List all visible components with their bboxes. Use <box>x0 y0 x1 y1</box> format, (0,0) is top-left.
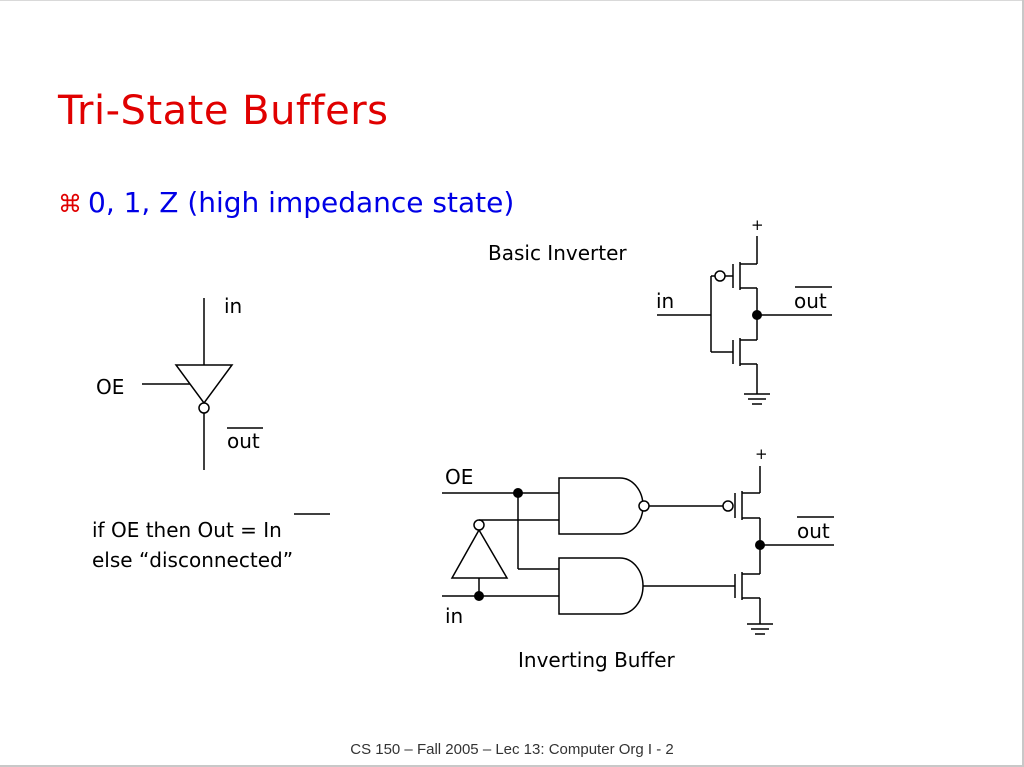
ib-out-label: out <box>797 519 830 543</box>
tristate-oe-label: OE <box>96 375 124 399</box>
bullet-item: ⌘0, 1, Z (high impedance state) <box>58 186 514 219</box>
slide-footer: CS 150 – Fall 2005 – Lec 13: Computer Or… <box>350 741 674 758</box>
tristate-rule-line1: if OE then Out = In <box>92 518 282 542</box>
bullet-text: 0, 1, Z (high impedance state) <box>88 186 515 219</box>
ib-in-junction-dot <box>474 591 484 601</box>
ib-in-label: in <box>445 604 463 628</box>
tristate-out-label: out <box>227 429 260 453</box>
command-key-bullet-icon: ⌘ <box>58 190 82 218</box>
basic-inverter-circuit <box>657 236 832 405</box>
ib-inverter-bubble <box>473 519 485 531</box>
ib-and-gate-bottom <box>558 557 644 615</box>
ib-pmos-bubble <box>722 500 734 512</box>
ib-oe-label: OE <box>445 465 473 489</box>
tristate-buffer-symbol <box>142 298 263 470</box>
tristate-rule-line2: else “disconnected” <box>92 548 293 572</box>
basic-inverter-vdd-label: + <box>751 216 764 234</box>
slide-title: Tri-State Buffers <box>58 88 389 134</box>
basic-inverter-caption: Basic Inverter <box>488 241 627 265</box>
ib-nand-gate-top <box>558 477 644 535</box>
ib-inverter-triangle <box>450 528 509 579</box>
inverting-buffer-circuit <box>442 466 834 635</box>
ib-nand-top-bubble <box>638 500 650 512</box>
slide-border-right <box>1022 0 1024 767</box>
tristate-rule-prefix: if OE then Out = <box>92 518 263 542</box>
basic-inverter-out-label: out <box>794 289 827 313</box>
basic-inverter-in-label: in <box>656 289 674 313</box>
bi-output-junction-dot <box>752 310 762 320</box>
slide-border-top <box>0 0 1024 1</box>
slide-border-bottom <box>0 765 1024 767</box>
ib-vdd-label: + <box>755 445 768 463</box>
tristate-in-label: in <box>224 294 242 318</box>
tristate-rule-overlined-in: In <box>263 518 282 542</box>
bi-pmos-bubble <box>714 270 726 282</box>
ib-output-junction-dot <box>755 540 765 550</box>
ib-caption: Inverting Buffer <box>518 648 676 672</box>
tristate-inversion-bubble <box>198 402 210 414</box>
ib-oe-junction-dot <box>513 488 523 498</box>
